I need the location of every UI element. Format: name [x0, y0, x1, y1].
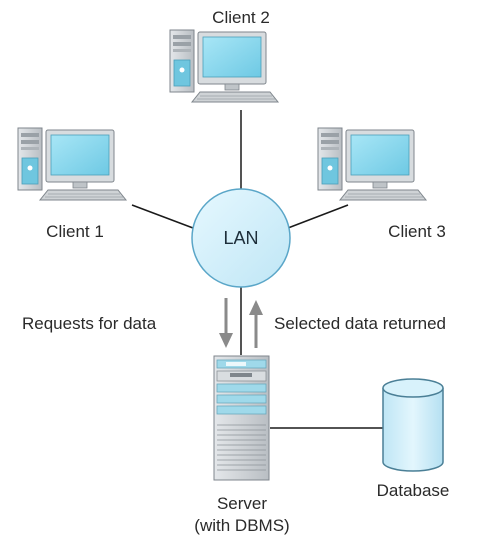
server-icon — [213, 355, 270, 481]
lan-node — [191, 188, 291, 288]
client2-label: Client 2 — [212, 8, 270, 27]
request-arrow-icon — [219, 298, 233, 348]
client2-computer-icon — [169, 29, 279, 103]
link-client3-lan — [287, 204, 349, 229]
server-label: Server — [216, 494, 268, 513]
response-arrow-icon — [249, 300, 263, 348]
server-sublabel: (with DBMS) — [194, 516, 290, 535]
connection-lines — [131, 110, 383, 429]
client1-label: Client 1 — [46, 222, 104, 241]
client3-computer-icon — [317, 127, 427, 201]
database-icon — [382, 378, 444, 472]
client3-label: Client 3 — [388, 222, 446, 241]
response-label: Selected data returned — [274, 314, 447, 333]
client1-computer-icon — [17, 127, 127, 201]
lan-label: LAN — [223, 228, 259, 248]
requests-label: Requests for data — [22, 314, 157, 333]
database-label: Database — [376, 481, 450, 500]
link-client1-lan — [131, 204, 194, 229]
